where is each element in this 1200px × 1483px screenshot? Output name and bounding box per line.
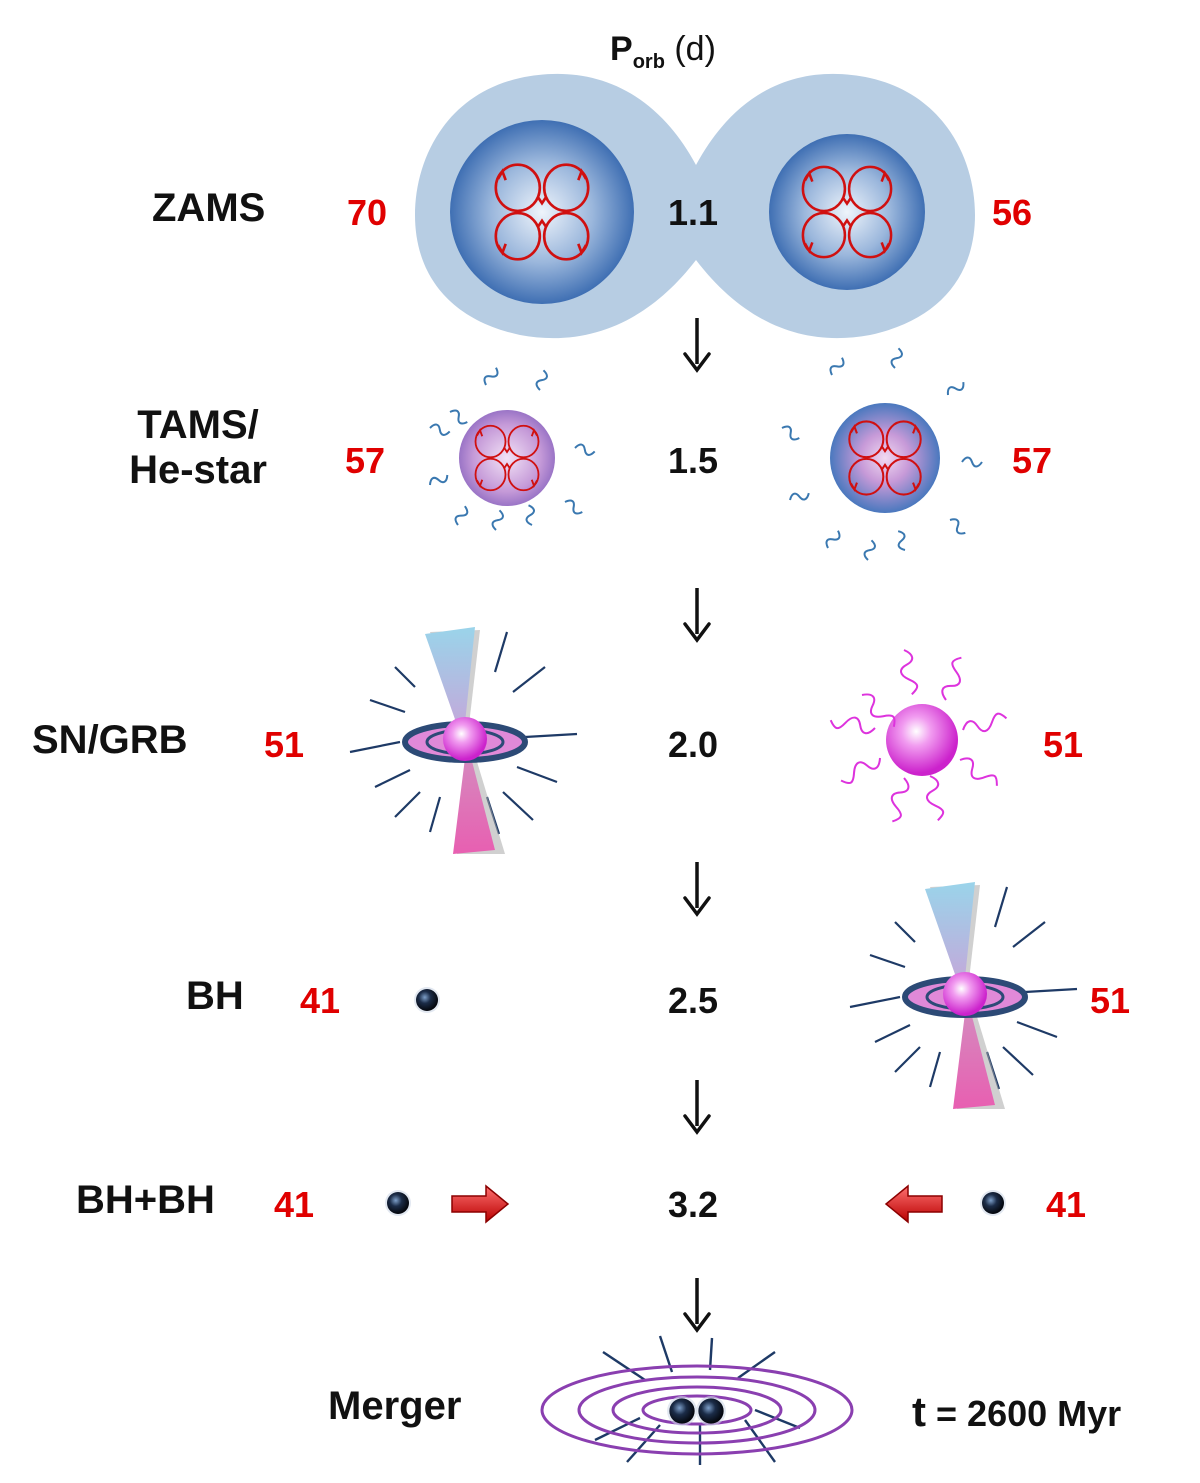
- black-hole-icon: [980, 1190, 1006, 1216]
- period-sn-grb: 2.0: [668, 724, 719, 765]
- stage-label-bh-bh: BH+BH: [76, 1178, 215, 1222]
- arrow-down-icon: [683, 586, 711, 642]
- mass-right-sn-grb: 51: [1043, 724, 1084, 765]
- period-tams: 1.5: [668, 440, 719, 481]
- period-bh-bh: 3.2: [668, 1184, 719, 1225]
- black-hole-icon: [414, 987, 440, 1013]
- stage-label-zams: ZAMS: [152, 186, 266, 230]
- period-symbol: P: [610, 30, 633, 68]
- merger-time-value: = 2600 Myr: [936, 1393, 1122, 1434]
- mass-right-tams: 57: [1012, 440, 1053, 481]
- mass-right-zams: 56: [992, 192, 1033, 233]
- arrow-down-icon: [683, 1276, 711, 1332]
- arrow-down-icon: [683, 1078, 711, 1134]
- stage-label-sn-grb: SN/GRB: [32, 718, 188, 762]
- gamma-ray-burst-icon: [850, 882, 1077, 1109]
- mass-left-tams: 57: [345, 440, 386, 481]
- merger-time: t = 2600 Myr: [912, 1388, 1121, 1436]
- gravitational-wave-merger-icon: [540, 1335, 854, 1465]
- convective-star-icon: [778, 346, 983, 562]
- mass-left-zams: 70: [347, 192, 388, 233]
- stage-label-bh: BH: [186, 974, 244, 1018]
- mass-left-bh: 41: [300, 980, 341, 1021]
- period-unit: (d): [674, 30, 716, 68]
- stage-label-tams-line1: TAMS/: [137, 403, 259, 447]
- arrow-down-icon: [683, 860, 711, 916]
- mass-left-sn-grb: 51: [264, 724, 305, 765]
- stage-label-tams: TAMS/ He-star: [118, 403, 278, 493]
- mass-right-bh-bh: 41: [1046, 1184, 1087, 1225]
- period-subscript: orb: [632, 51, 665, 73]
- period-zams: 1.1: [668, 192, 719, 233]
- red-arrow-icon: [884, 1184, 943, 1224]
- black-hole-icon: [385, 1190, 411, 1216]
- contact-binary-star-icon: [415, 73, 975, 339]
- orbital-period-header: Porb (d): [610, 30, 716, 73]
- mass-left-bh-bh: 41: [274, 1184, 315, 1225]
- merger-time-symbol: t: [912, 1388, 926, 1435]
- stage-label-merger: Merger: [328, 1384, 462, 1428]
- gamma-ray-burst-icon: [350, 627, 577, 854]
- convective-star-icon: [426, 364, 597, 532]
- supernova-star-icon: [828, 647, 1010, 825]
- stage-label-tams-line2: He-star: [129, 447, 267, 492]
- red-arrow-icon: [451, 1184, 510, 1224]
- mass-right-bh: 51: [1090, 980, 1131, 1021]
- period-bh: 2.5: [668, 980, 719, 1021]
- arrow-down-icon: [683, 316, 711, 372]
